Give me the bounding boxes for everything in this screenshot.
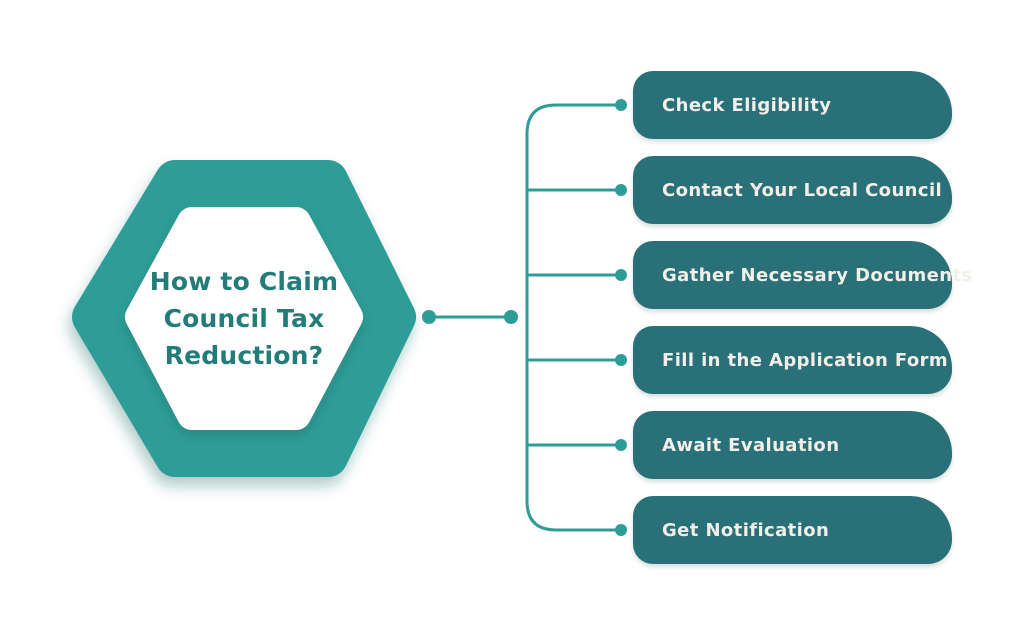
connector-lines [429,103,621,532]
step-label: Await Evaluation [662,434,840,456]
connector-dots [422,99,627,536]
hexagon [72,160,416,477]
step-label: Get Notification [662,519,830,541]
connector-dot-step-2 [615,184,627,196]
step-box-get-notification: Get Notification [633,496,952,564]
step-box-await-evaluation: Await Evaluation [633,411,952,479]
connector-dot-step-4 [615,354,627,366]
step-box-gather-documents: Gather Necessary Documents [633,241,972,309]
step-label: Gather Necessary Documents [662,264,973,286]
connector-dot-step-1 [615,99,627,111]
title-line-3: Reduction? [164,341,324,370]
step-label: Contact Your Local Council [662,179,943,201]
step-box-application-form: Fill in the Application Form [633,326,952,394]
central-question-title: How to Claim Council Tax Reduction? [124,263,364,374]
title-line-2: Council Tax [163,304,325,333]
connector-dot-hexagon [422,310,436,324]
connector-dot-step-5 [615,439,627,451]
step-box-contact-council: Contact Your Local Council [633,156,952,224]
step-label: Check Eligibility [662,94,832,116]
connector-dot-step-3 [615,269,627,281]
hexagon-inner [125,207,363,430]
connector-dot-step-6 [615,524,627,536]
step-label: Fill in the Application Form [662,349,949,371]
title-line-1: How to Claim [149,267,339,296]
step-box-check-eligibility: Check Eligibility [633,71,952,139]
connector-dot-mid [504,310,518,324]
connector-trunk [525,103,621,532]
